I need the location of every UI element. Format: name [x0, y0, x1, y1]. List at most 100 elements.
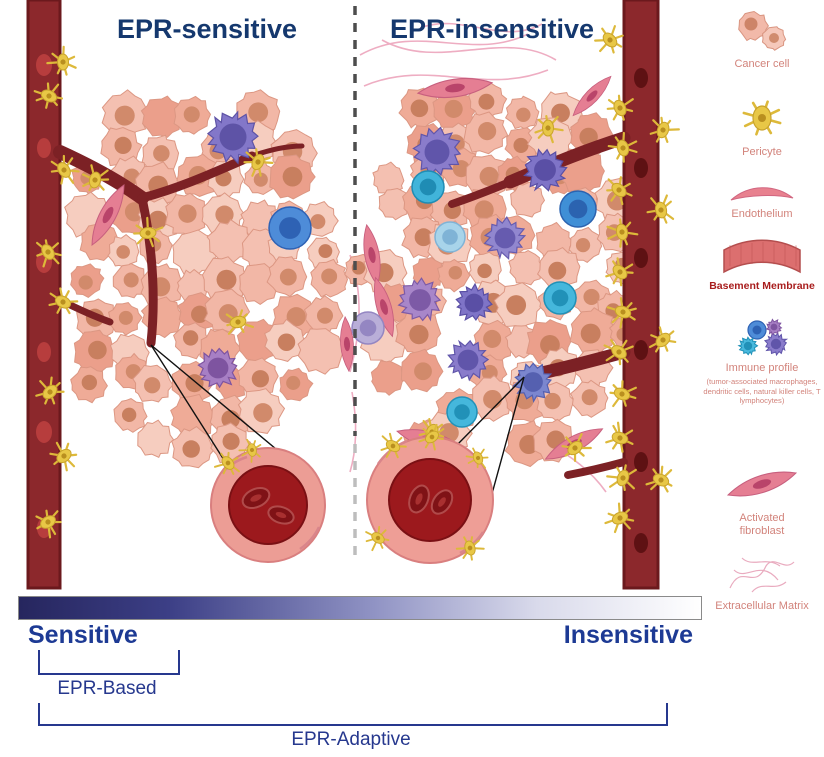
epr-adaptive-bracket	[38, 703, 668, 726]
extracellular-matrix-icon	[729, 557, 795, 593]
insensitive-label: Insensitive	[563, 621, 693, 649]
cell-nucleus	[513, 137, 529, 153]
pericyte	[238, 438, 262, 463]
pericyte	[50, 154, 80, 185]
pericyte	[603, 339, 634, 366]
pericyte	[606, 218, 639, 248]
sensitive-label: Sensitive	[28, 621, 138, 649]
pericyte	[35, 376, 65, 405]
pericyte	[49, 441, 78, 472]
cell-nucleus	[483, 389, 502, 409]
tumor-microenvironment-illustration	[26, 0, 680, 590]
pericyte	[455, 536, 485, 561]
activated-fibroblast	[340, 315, 354, 373]
cell-nucleus	[516, 107, 531, 122]
immune-profile-icon	[737, 318, 789, 357]
cell-nucleus	[540, 335, 560, 355]
sensitivity-gradient-bar	[18, 596, 702, 620]
legend-label-pericyte: Pericyte	[742, 146, 782, 158]
cell-nucleus	[519, 434, 539, 455]
legend-item-activated-fibroblast: Activated fibroblast	[700, 458, 824, 550]
cell-nucleus	[409, 324, 429, 345]
pericyte	[606, 94, 634, 121]
legend-label-endothelium: Endothelium	[731, 208, 793, 220]
pericyte	[534, 114, 564, 144]
pericyte	[561, 433, 592, 462]
epr-insensitive-title: EPR-insensitive	[389, 14, 595, 44]
activated-fibroblast	[373, 276, 395, 338]
pericyte-icon	[742, 100, 782, 136]
cell-nucleus	[483, 329, 502, 348]
cell-nucleus	[580, 323, 601, 344]
endothelium-icon	[730, 187, 794, 201]
legend: Cancer cell Pericyte Endothelium Basemen…	[700, 0, 824, 636]
activated-fibroblast-icon	[726, 471, 798, 497]
pericyte	[33, 82, 64, 109]
cancer-cell	[172, 229, 220, 276]
cell-nucleus	[282, 166, 303, 187]
cell-nucleus	[444, 99, 463, 118]
cell-nucleus	[478, 122, 497, 141]
vessel-cross-section-insets	[210, 423, 494, 564]
cell-nucleus	[248, 102, 269, 123]
red-blood-cell	[430, 489, 454, 515]
cell-nucleus	[215, 205, 234, 224]
pericyte	[648, 326, 677, 353]
legend-sublabel-immune-profile: (tumor-associated macrophages, dendritic…	[703, 376, 821, 406]
cell-nucleus	[121, 407, 137, 423]
legend-label-extracellular-matrix: Extracellular Matrix	[715, 600, 809, 612]
cell-nucleus	[114, 105, 135, 126]
cell-nucleus	[286, 307, 306, 327]
red-blood-cell	[241, 486, 271, 510]
cancer-cell	[378, 187, 411, 221]
pericyte	[607, 131, 638, 163]
pericyte	[606, 176, 633, 206]
cell-nucleus	[116, 245, 130, 259]
ecm-fiber	[419, 22, 543, 33]
red-blood-cell	[634, 68, 648, 88]
cell-nucleus	[548, 261, 567, 280]
ecm-fiber	[381, 39, 557, 61]
cancer-cell	[137, 419, 175, 458]
pericyte	[213, 451, 240, 475]
cell-nucleus	[321, 268, 338, 285]
right-vessel-lumen	[388, 458, 472, 542]
activated-fibroblast	[726, 471, 798, 497]
activated-fibroblast	[91, 183, 125, 247]
legend-label-immune-profile: Immune profile	[725, 362, 799, 374]
red-blood-cell	[408, 484, 430, 514]
pericyte	[380, 432, 407, 459]
cancer-cell	[508, 250, 545, 286]
red-blood-cell	[634, 158, 648, 178]
activated-fibroblast	[416, 77, 494, 99]
activated-fibroblast	[572, 75, 612, 117]
pericyte	[46, 45, 77, 76]
cell-nucleus	[479, 166, 499, 187]
activated-fibroblasts	[91, 75, 612, 460]
cell-nucleus	[581, 389, 598, 406]
red-blood-cell	[37, 138, 51, 158]
cell-nucleus	[216, 269, 237, 290]
legend-label-cancer-cell: Cancer cell	[734, 58, 790, 70]
red-blood-cell	[634, 452, 648, 472]
red-blood-cell	[634, 340, 648, 360]
legend-item-basement-membrane: Basement Membrane	[700, 232, 824, 316]
cell-nucleus	[178, 204, 197, 223]
cell-nucleus	[253, 403, 273, 423]
cell-nucleus	[474, 200, 494, 220]
cell-nucleus	[478, 93, 495, 110]
cell-nucleus	[153, 145, 170, 162]
pericyte	[594, 25, 624, 54]
left-vessel-lumen	[228, 465, 308, 545]
red-blood-cell	[267, 505, 295, 525]
ecm-fiber	[363, 69, 549, 87]
cancer-cell	[297, 328, 345, 375]
cell-nucleus	[583, 288, 600, 305]
cancer-cell	[206, 218, 253, 266]
cell-nucleus	[78, 275, 93, 290]
cancer-cell	[140, 95, 186, 138]
pericyte	[605, 257, 634, 287]
vessel-branch	[53, 145, 149, 205]
ecm-fiber	[359, 33, 529, 56]
